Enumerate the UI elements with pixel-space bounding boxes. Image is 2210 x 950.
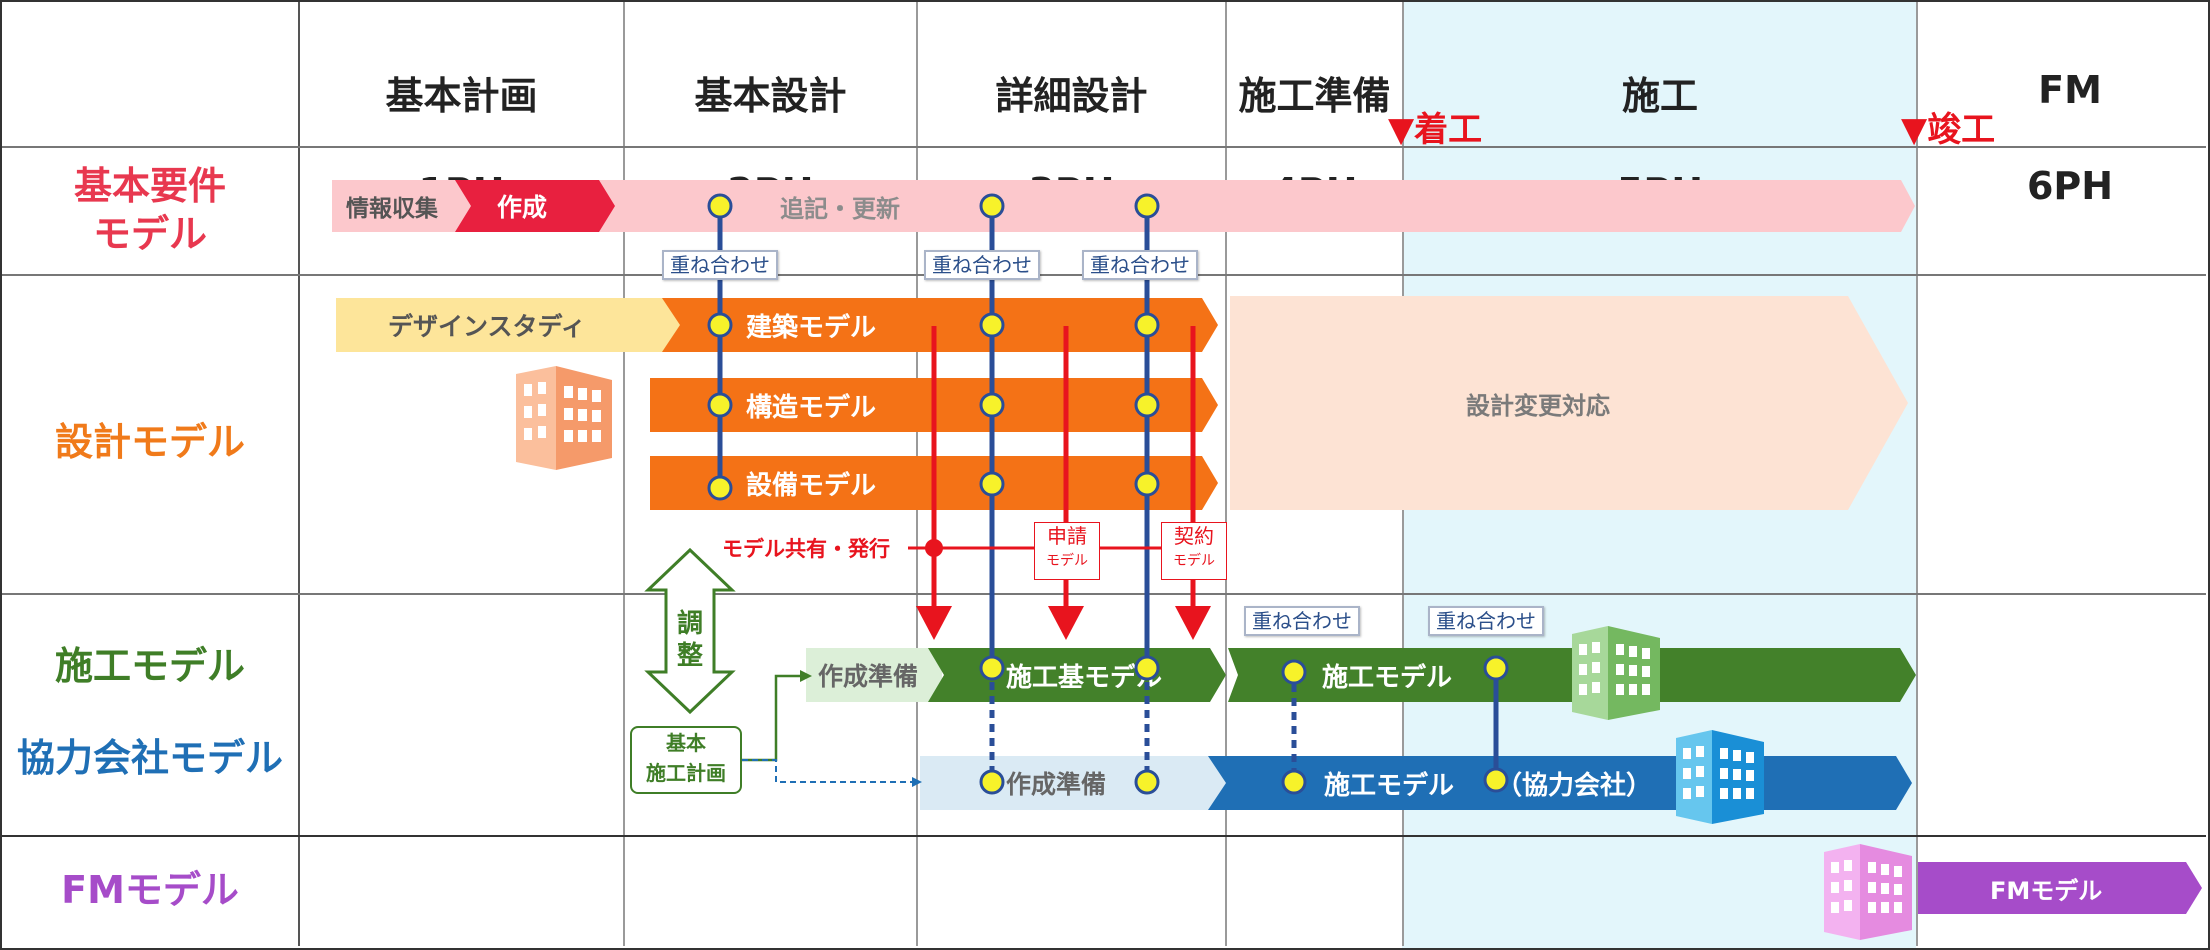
partner-model-label: 施工モデル (1324, 770, 1455, 801)
node (1134, 312, 1160, 338)
struct-model-label: 構造モデル (746, 392, 877, 423)
grid-vline (623, 2, 625, 946)
application-box: 申請 モデル (1034, 522, 1100, 580)
node (1134, 655, 1160, 681)
application-label: 申請 (1047, 524, 1087, 548)
row-label-construction: 施工モデル (54, 644, 245, 688)
update-label: 追記・更新 (780, 194, 900, 223)
contract-sub-label: モデル (1173, 553, 1215, 569)
row-label-partner: 協力会社モデル (16, 736, 283, 780)
equip-model-label: 設備モデル (746, 470, 877, 501)
row-label-fm: FMモデル (61, 868, 239, 912)
construction-model-label: 施工モデル (1322, 662, 1453, 693)
node (979, 655, 1005, 681)
building-icon-construction (1572, 626, 1660, 720)
node (979, 193, 1005, 219)
basic-construction-plan-box: 基本 施工計画 (630, 726, 742, 794)
plan-connector-blue (742, 759, 914, 783)
share-arrow-2-head (1048, 606, 1084, 640)
node (979, 471, 1005, 497)
building-icon-partner (1676, 730, 1764, 824)
fm-model-arrow: FMモデル (1918, 862, 2202, 914)
phase-name: FM (2038, 68, 2102, 112)
node (1134, 392, 1160, 418)
grid-vline (1916, 2, 1918, 946)
plan-connector-green-head (800, 670, 812, 682)
node (979, 312, 1005, 338)
node (1134, 471, 1160, 497)
node (979, 392, 1005, 418)
create-label: 作成 (497, 193, 548, 222)
building-icon-fm (1824, 844, 1912, 940)
application-sub-label: モデル (1046, 553, 1088, 569)
update-arrow: 追記・更新 (595, 180, 1915, 232)
building-icon-design (516, 366, 612, 470)
overlay-tag: 重ね合わせ (1428, 606, 1544, 636)
arch-model-arrow: 建築モデル (662, 298, 1218, 352)
grid-vline (1225, 2, 1227, 946)
node (1281, 769, 1307, 795)
phase-name: 基本設計 (694, 74, 847, 118)
node (1281, 659, 1307, 685)
node (1483, 767, 1509, 793)
construction-prep-arrow: 作成準備 (806, 648, 942, 702)
create-arrow: 作成 (455, 180, 615, 232)
partner-model-arrow: 施工モデル （協力会社） (1208, 756, 1912, 810)
plan-connector-green (742, 674, 800, 762)
phase-code: 6PH (2026, 164, 2114, 208)
node (1134, 193, 1160, 219)
grid-hline (2, 835, 2206, 837)
partner-prep-arrow: 作成準備 (920, 756, 1228, 810)
overlay-tag: 重ね合わせ (924, 250, 1040, 280)
design-study-arrow: デザインスタディ (336, 298, 686, 352)
overlay-tag: 重ね合わせ (1082, 250, 1198, 280)
phase-name: 施工準備 (1238, 74, 1391, 118)
arch-model-label: 建築モデル (746, 312, 877, 343)
node (707, 193, 733, 219)
design-study-label: デザインスタディ (388, 312, 586, 341)
grid-vline (298, 2, 300, 946)
phase-name: 詳細設計 (995, 74, 1148, 118)
construction-prep-label: 作成準備 (818, 662, 919, 691)
design-change-arrow: 設計変更対応 (1230, 296, 1908, 510)
share-label: モデル共有・発行 (722, 537, 890, 561)
node (1134, 769, 1160, 795)
adjust-double-arrow (644, 547, 736, 715)
node (979, 769, 1005, 795)
partner-company-label: （協力会社） (1496, 770, 1653, 801)
node (707, 312, 733, 338)
yellow-nodes (707, 193, 1509, 795)
plan-connector-blue-head (912, 777, 922, 787)
grid-hline (2, 593, 2206, 595)
collect-arrow: 情報収集 (332, 180, 482, 232)
phase-name: 基本計画 (385, 74, 538, 118)
adjust-label: 調整 (676, 609, 703, 671)
row-label-design: 設計モデル (54, 420, 245, 464)
overlay-tag: 重ね合わせ (662, 250, 778, 280)
milestone-complete: ▼竣工 (1901, 110, 1996, 150)
overlay-tag: 重ね合わせ (1244, 606, 1360, 636)
share-arrow-3-head (1175, 606, 1211, 640)
node (1483, 655, 1509, 681)
contract-box: 契約 モデル (1161, 522, 1227, 580)
grid-hline (2, 146, 2206, 148)
milestone-start: ▼着工 (1388, 110, 1483, 150)
share-arrow-1-head (916, 606, 952, 640)
phase-name: 施工 (1621, 74, 1698, 118)
fm-model-label: FMモデル (1990, 876, 2103, 905)
contract-label: 契約 (1174, 524, 1214, 548)
row-label-requirements: 基本要件 モデル (73, 164, 226, 256)
node (707, 475, 733, 501)
phase-header-6: FM 6PH (1960, 18, 2180, 258)
design-change-label: 設計変更対応 (1466, 391, 1610, 420)
collect-label: 情報収集 (346, 196, 438, 222)
node (707, 392, 733, 418)
partner-prep-label: 作成準備 (1006, 770, 1107, 799)
